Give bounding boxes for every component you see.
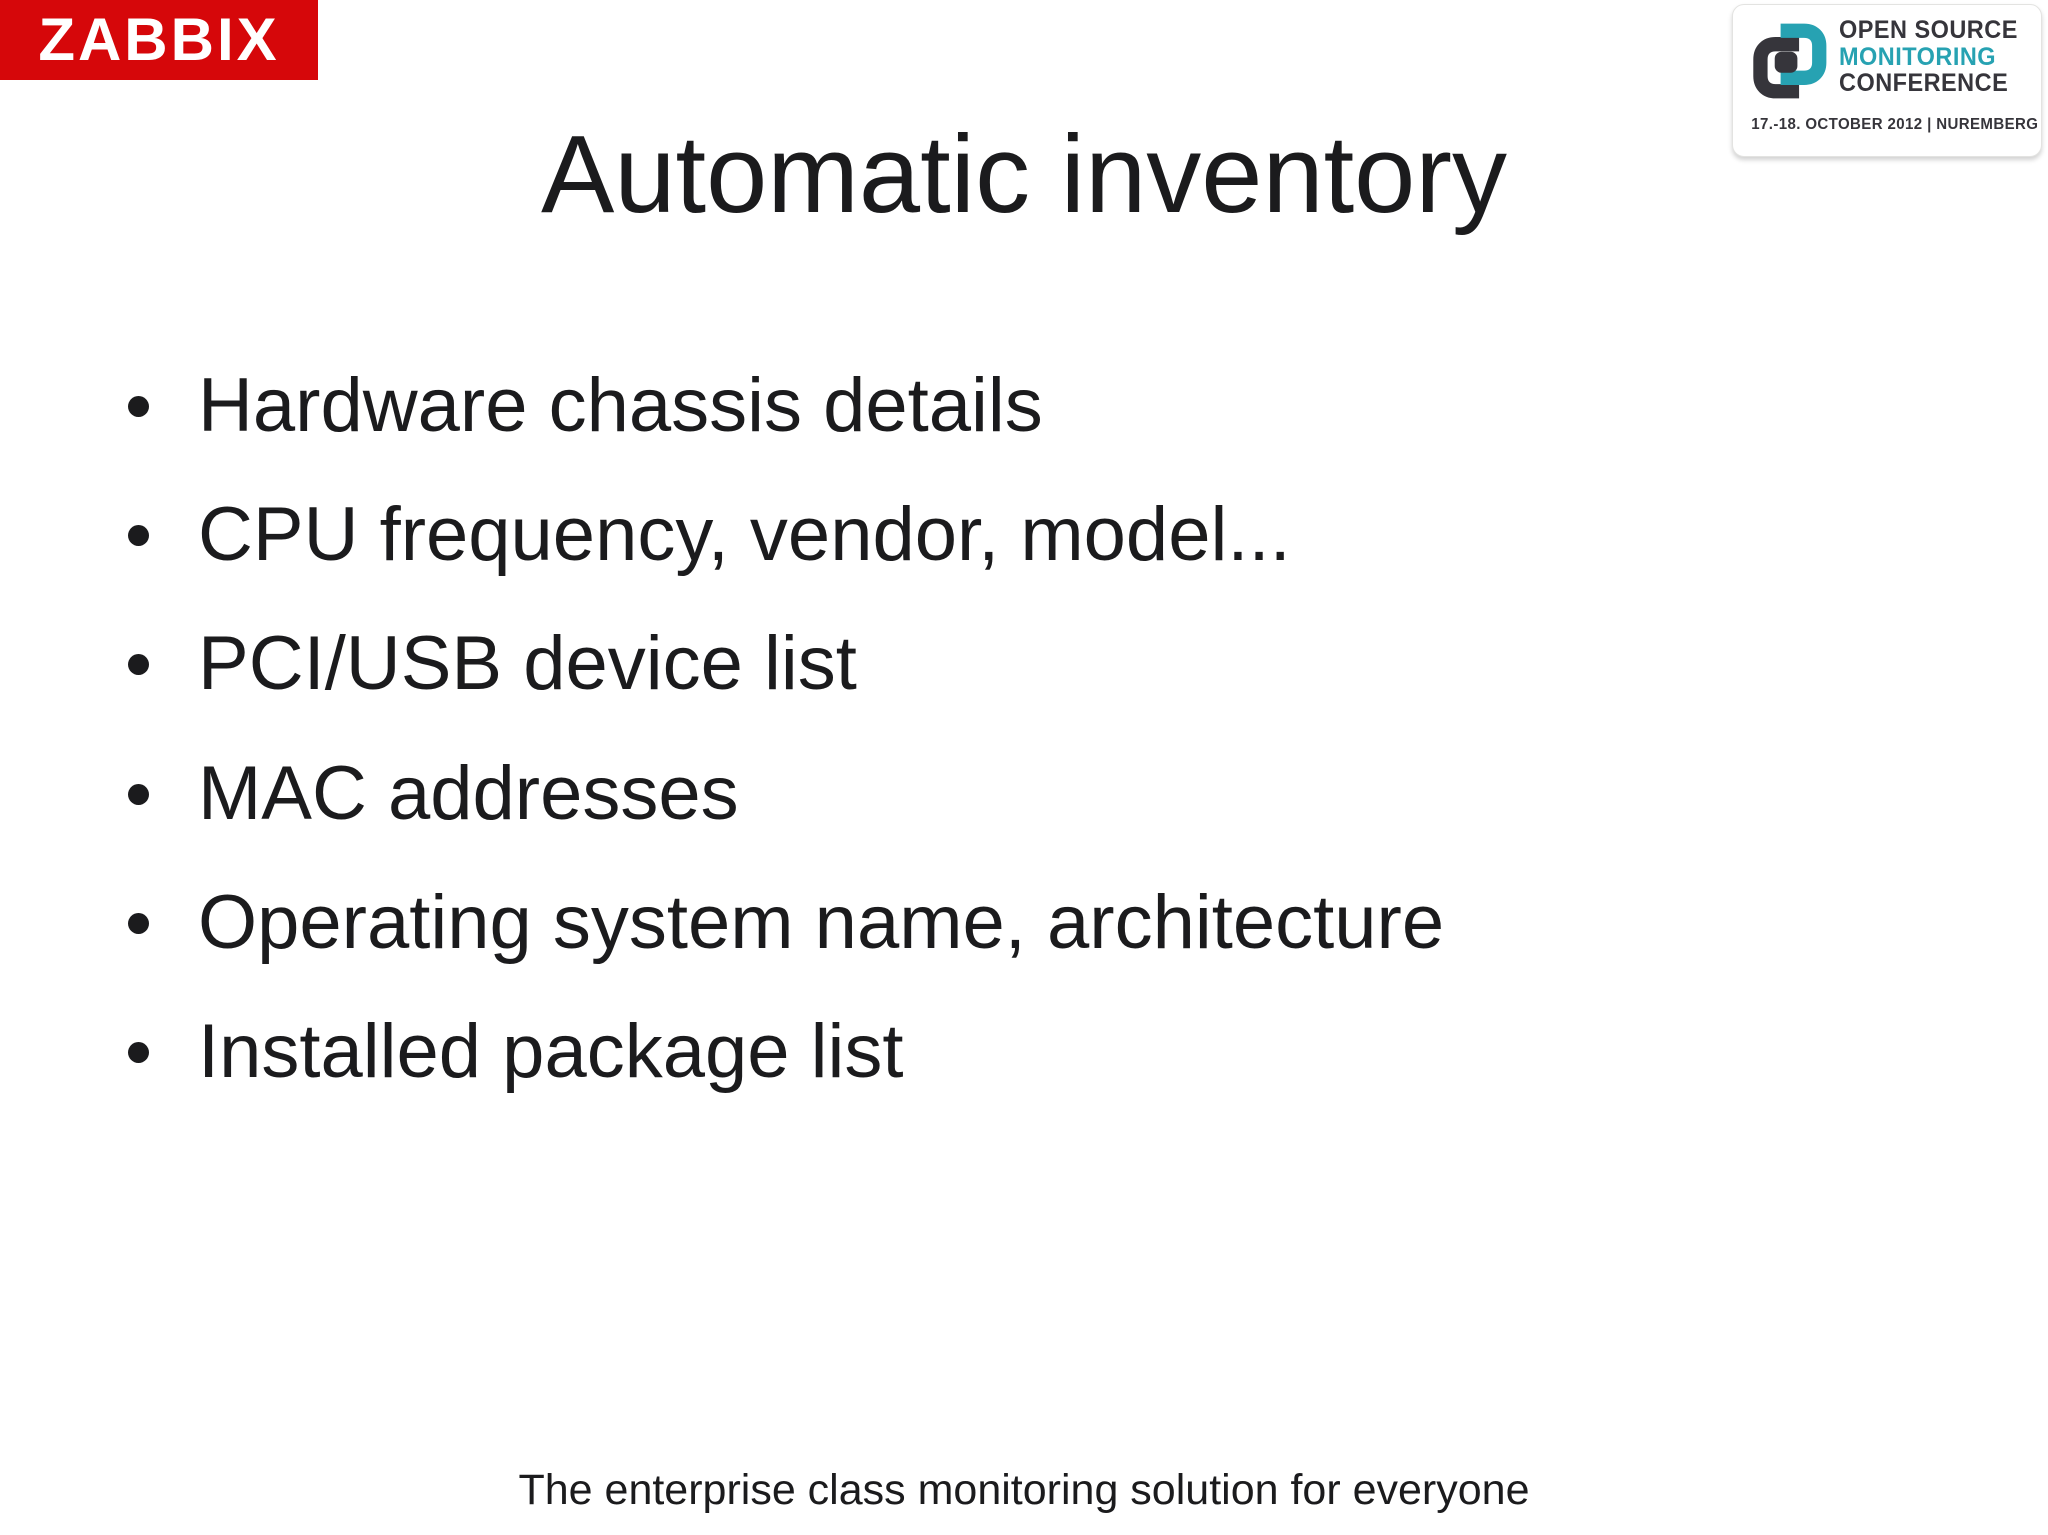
zabbix-logo: ZABBIX xyxy=(0,0,318,80)
interlocking-brackets-icon xyxy=(1747,19,1831,108)
bullet-item: Hardware chassis details xyxy=(128,360,2008,451)
bullet-item: Operating system name, architecture xyxy=(128,877,2008,968)
conference-line-2: MONITORING xyxy=(1839,42,1997,71)
conference-line-1: OPEN SOURCE xyxy=(1839,16,2018,44)
bullet-item: PCI/USB device list xyxy=(128,618,2008,709)
bullet-item: MAC addresses xyxy=(128,748,2008,839)
conference-badge-top: OPEN SOURCE MONITORING CONFERENCE xyxy=(1747,17,2031,108)
slide-title: Automatic inventory xyxy=(541,113,1507,236)
bullet-item: Installed package list xyxy=(128,1006,2008,1097)
conference-badge: OPEN SOURCE MONITORING CONFERENCE 17.-18… xyxy=(1732,4,2042,157)
bullet-list: Hardware chassis details CPU frequency, … xyxy=(128,360,2008,1135)
zabbix-logo-text: ZABBIX xyxy=(38,6,280,73)
conference-badge-title: OPEN SOURCE MONITORING CONFERENCE xyxy=(1839,17,2018,97)
bullet-item: CPU frequency, vendor, model... xyxy=(128,489,2008,580)
conference-date-location: 17.-18. OCTOBER 2012 | NUREMBERG xyxy=(1751,116,2039,133)
slide-footer-tagline: The enterprise class monitoring solution… xyxy=(518,1466,1530,1514)
conference-line-3: CONFERENCE xyxy=(1839,69,2009,97)
